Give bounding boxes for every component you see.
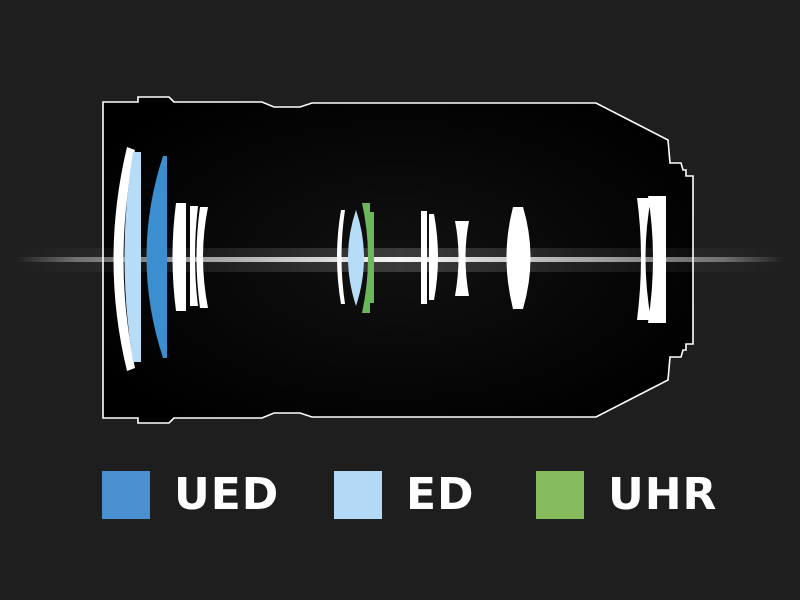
optical-axis-beam (15, 257, 785, 262)
legend-item-ed: ED (334, 470, 475, 520)
lens-element-rear-a (637, 198, 651, 320)
lens-element-group2-b (190, 206, 198, 306)
legend-swatch-uhr (536, 471, 584, 519)
lens-element-group4-a (421, 211, 427, 304)
lens-element-group2-c (196, 207, 208, 308)
material-legend: UED ED UHR (0, 462, 800, 532)
legend-item-ued: UED (102, 470, 279, 520)
lens-element-ued-front (146, 156, 167, 358)
lens-element-group2-a (172, 203, 186, 311)
legend-item-uhr: UHR (536, 470, 717, 520)
lens-element-group4-b (429, 214, 438, 300)
lens-diagram (10, 96, 790, 424)
lens-element-rear-b (648, 196, 666, 323)
legend-swatch-ued (102, 471, 150, 519)
lens-element-front-meniscus (113, 147, 135, 371)
legend-label-uhr: UHR (608, 469, 718, 520)
lens-element-group6-biconvex (506, 207, 531, 309)
lens-element-group5-biconcave (455, 221, 469, 296)
legend-label-ed: ED (406, 469, 475, 520)
lens-element-ed-group3 (348, 210, 364, 306)
lens-element-uhr (362, 203, 374, 313)
lens-element-group3-white (337, 210, 345, 304)
legend-swatch-ed (334, 471, 382, 519)
legend-label-ued: UED (174, 469, 280, 520)
lens-element-ed-front (124, 152, 141, 362)
